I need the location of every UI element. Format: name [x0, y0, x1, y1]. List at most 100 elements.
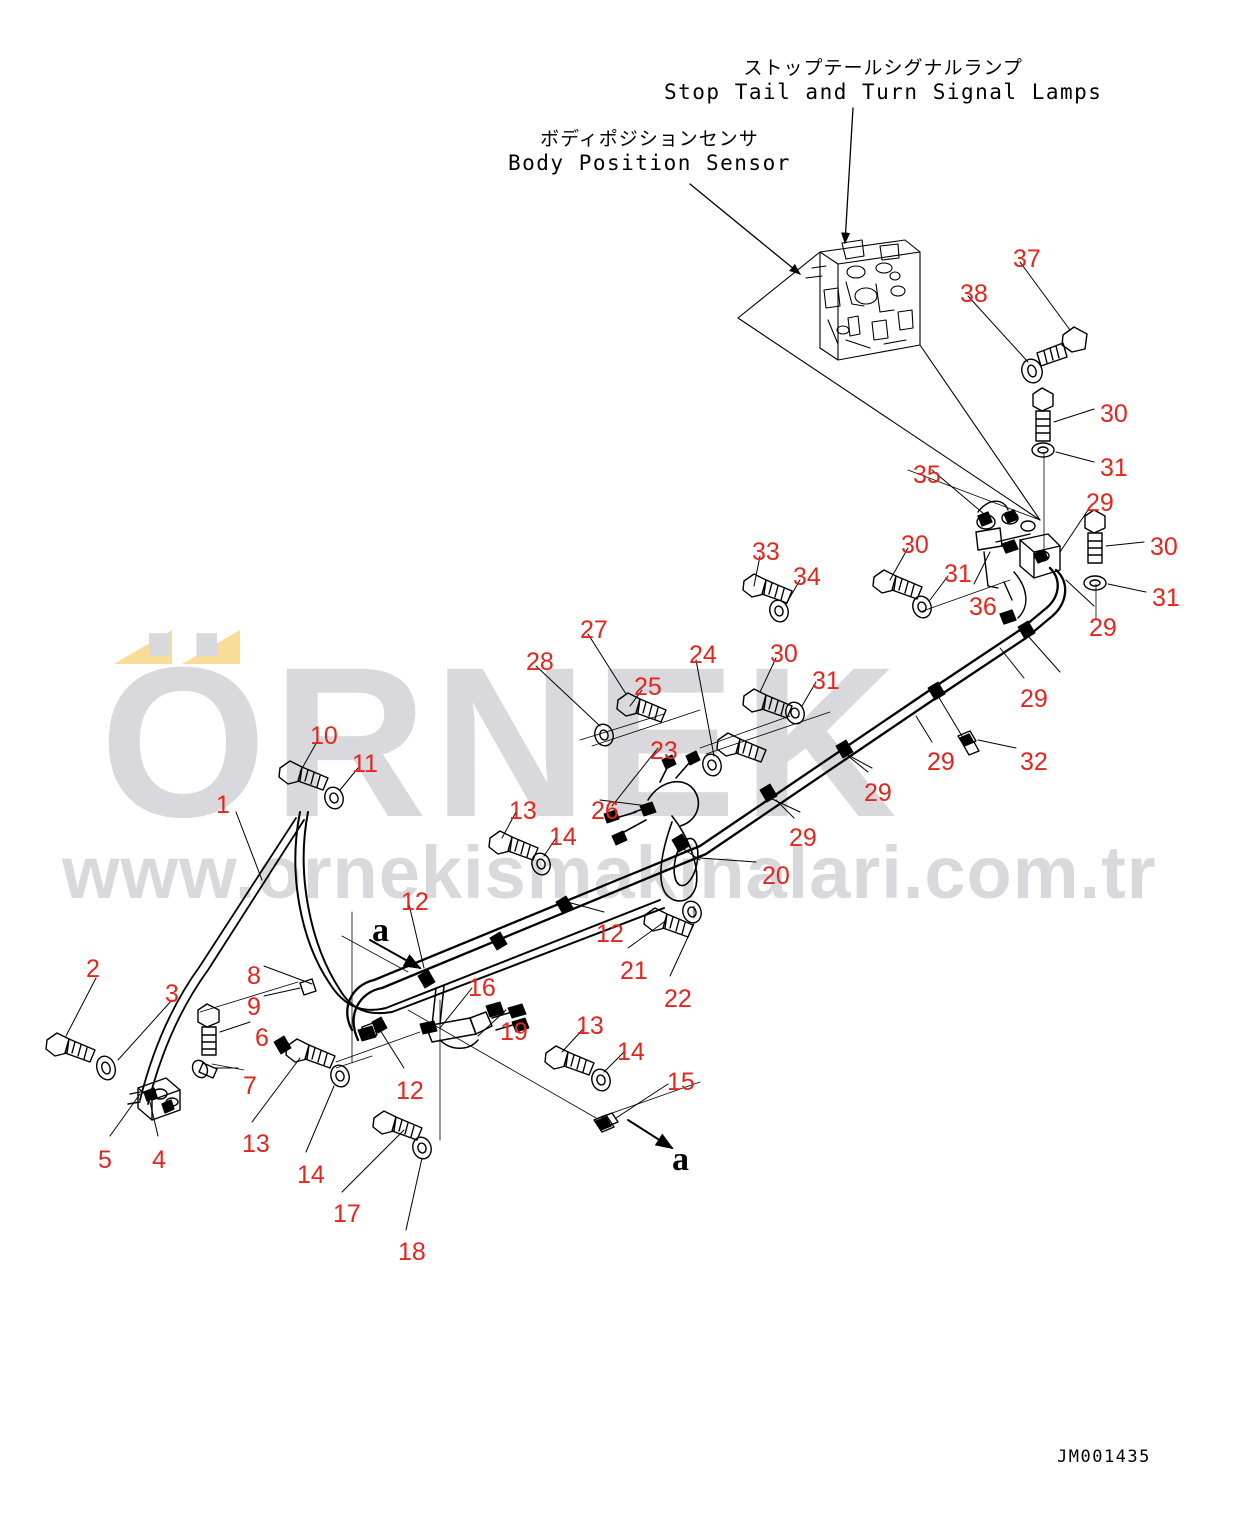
- callout-number: 2: [86, 955, 100, 983]
- callout-number: 7: [243, 1072, 257, 1100]
- callout-number: 22: [664, 985, 692, 1013]
- annotation-en-text: Body Position Sensor: [508, 151, 791, 175]
- callout-number: 18: [398, 1238, 426, 1266]
- callout-number: 27: [580, 616, 608, 644]
- sensor-bracket-fill: [977, 509, 1049, 625]
- callout-number: 31: [944, 560, 972, 588]
- callout-number: 31: [812, 667, 840, 695]
- annotation-en-text: Stop Tail and Turn Signal Lamps: [664, 80, 1103, 104]
- callout-number: 36: [969, 593, 997, 621]
- washer-item-14-c: [591, 1068, 611, 1092]
- callout-number: 29: [927, 748, 955, 776]
- callout-leader-lines: [65, 261, 1147, 1231]
- callout-number: 29: [1020, 685, 1048, 713]
- bolt-item-30-mid: [742, 688, 793, 719]
- callout-number: 9: [247, 993, 261, 1021]
- callout-number: 30: [901, 531, 929, 559]
- callout-number: 29: [789, 824, 817, 852]
- annotation-jp-text: ストップテールシグナルランプ: [743, 57, 1023, 79]
- washer-item-31-vertical-a: [1031, 442, 1055, 458]
- washer-item-31-a: [912, 595, 932, 619]
- harness-clamps: [273, 620, 1036, 1055]
- callout-number: 13: [509, 797, 537, 825]
- callout-number: 5: [98, 1146, 112, 1174]
- callout-number: 12: [401, 888, 429, 916]
- callout-number: 3: [165, 980, 179, 1008]
- lamp-sensor-assembly: [737, 239, 1041, 521]
- bolt-item-30-vertical-b: [1084, 509, 1106, 564]
- annotation-body-position-sensor: ボディポジションセンサ Body Position Sensor: [508, 124, 791, 175]
- washer-item-11: [324, 786, 344, 810]
- washer-item-23: [702, 753, 722, 777]
- washer-item-31-vertical-b: [1083, 575, 1107, 591]
- section-mark-a-lower: a: [672, 1141, 689, 1178]
- callout-number: 15: [667, 1068, 695, 1096]
- bolt-item-13-b: [285, 1038, 336, 1069]
- callout-number: 38: [960, 280, 988, 308]
- bolt-item-30-upper-a: [742, 573, 793, 604]
- bolt-item-6: [197, 1003, 220, 1056]
- sensor-bracket-cluster: [975, 500, 1061, 619]
- lower-connector-cluster: [425, 985, 517, 1049]
- bracket-item-8-9: [299, 978, 378, 1040]
- callout-number: 21: [620, 957, 648, 985]
- main-harness-cable: [346, 566, 1067, 1042]
- washer-item-34: [769, 599, 789, 623]
- washer-item-28: [594, 723, 614, 747]
- drawing-number: JM001435: [1057, 1447, 1151, 1467]
- washer-item-14-b: [330, 1064, 350, 1088]
- callout-number: 37: [1013, 245, 1041, 273]
- bolt-item-24: [716, 732, 767, 763]
- callout-number: 30: [770, 640, 798, 668]
- callout-number: 17: [333, 1200, 361, 1228]
- bolt-item-30-vertical-a: [1032, 387, 1054, 442]
- washer-item-22: [682, 900, 702, 924]
- callout-number: 13: [576, 1012, 604, 1040]
- callout-number: 25: [634, 673, 662, 701]
- left-terminal-fill: [143, 1087, 175, 1114]
- upper-branch-cable: [139, 817, 305, 1105]
- callout-number: 30: [1100, 400, 1128, 428]
- callout-number: 33: [752, 538, 780, 566]
- bolt-item-30-upper-b: [872, 569, 923, 600]
- callout-number: 29: [864, 779, 892, 807]
- callout-number: 28: [526, 648, 554, 676]
- callout-number: 31: [1152, 584, 1180, 612]
- callout-number: 24: [689, 641, 717, 669]
- callout-number: 12: [396, 1077, 424, 1105]
- callout-number: 14: [297, 1161, 325, 1189]
- callout-number: 31: [1100, 454, 1128, 482]
- callout-number: 10: [310, 722, 338, 750]
- section-mark-a-upper: a: [372, 912, 389, 949]
- item-32-fill: [959, 733, 974, 746]
- callout-number: 23: [650, 737, 678, 765]
- clip-item-15-fill: [595, 1116, 612, 1131]
- callout-number: 12: [596, 920, 624, 948]
- callout-number: 14: [617, 1038, 645, 1066]
- bolt-item-27: [616, 692, 667, 723]
- callout-number: 29: [1089, 614, 1117, 642]
- callout-number: 29: [1086, 489, 1114, 517]
- detail-projection-frames: [199, 451, 1097, 1141]
- callout-number: 34: [793, 563, 821, 591]
- section-arrows: [369, 939, 674, 1150]
- callout-number: 20: [762, 862, 790, 890]
- callout-number: 26: [591, 797, 619, 825]
- bolt-item-37: [1036, 326, 1088, 367]
- callout-number: 4: [152, 1146, 166, 1174]
- bolt-item-2: [45, 1032, 96, 1063]
- center-connector-cluster: [615, 761, 700, 902]
- callout-number: 16: [468, 974, 496, 1002]
- annotation-stop-tail-turn-signal-lamps: ストップテールシグナルランプ Stop Tail and Turn Signal…: [664, 53, 1102, 104]
- washer-item-7: [191, 1059, 218, 1079]
- callout-number: 13: [242, 1130, 270, 1158]
- bolt-item-17: [372, 1110, 423, 1141]
- callout-number: 35: [913, 461, 941, 489]
- callout-number: 30: [1150, 533, 1178, 561]
- washer-item-3: [95, 1055, 117, 1081]
- callout-number: 1: [216, 791, 230, 819]
- callout-number: 6: [255, 1024, 269, 1052]
- callout-number: 32: [1020, 748, 1048, 776]
